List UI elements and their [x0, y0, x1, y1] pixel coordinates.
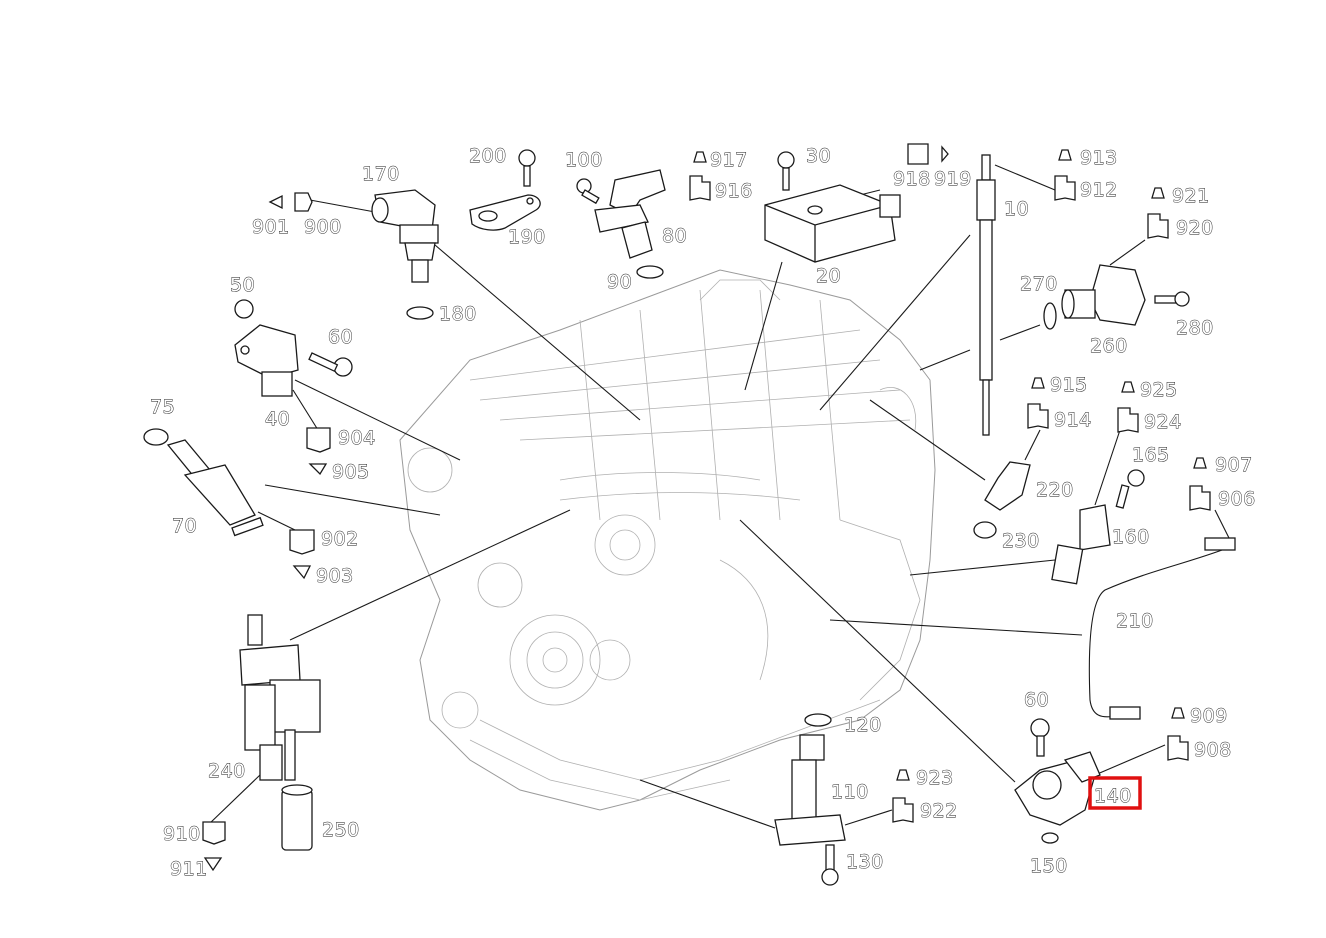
label-913[interactable]: 913 — [1080, 147, 1118, 170]
label-150[interactable]: 150 — [1030, 855, 1068, 878]
label-908[interactable]: 908 — [1194, 739, 1232, 762]
part-170-sensor[interactable] — [371, 189, 439, 283]
highlight-box-140 — [1088, 776, 1142, 810]
label-40[interactable]: 40 — [265, 408, 291, 431]
part-250-hose[interactable] — [281, 784, 313, 851]
label-923[interactable]: 923 — [916, 767, 954, 790]
part-80-sensor[interactable] — [594, 169, 666, 259]
part-190-bracket[interactable] — [469, 194, 541, 231]
part-200-bolt[interactable] — [518, 149, 536, 187]
part-labels: 170 901 900 180 200 190 100 80 90 917 91… — [150, 145, 1256, 881]
part-90-oring[interactable] — [636, 265, 664, 279]
engine-block-illustration — [399, 269, 936, 811]
label-230[interactable]: 230 — [1002, 530, 1040, 553]
label-922[interactable]: 922 — [920, 800, 958, 823]
label-60a[interactable]: 60 — [328, 326, 354, 349]
label-110[interactable]: 110 — [831, 781, 869, 804]
label-904[interactable]: 904 — [338, 427, 376, 450]
label-907[interactable]: 907 — [1215, 454, 1253, 477]
part-10-glow-plug[interactable] — [976, 154, 996, 436]
label-140[interactable]: 140 — [1094, 785, 1132, 808]
label-80[interactable]: 80 — [662, 225, 688, 248]
label-160[interactable]: 160 — [1112, 526, 1150, 549]
label-914[interactable]: 914 — [1054, 409, 1092, 432]
label-250[interactable]: 250 — [322, 819, 360, 842]
part-180-oring[interactable] — [406, 306, 434, 320]
part-240-valve[interactable] — [239, 614, 321, 781]
label-280[interactable]: 280 — [1176, 317, 1214, 340]
label-170[interactable]: 170 — [362, 163, 400, 186]
label-912[interactable]: 912 — [1080, 179, 1118, 202]
part-130-bolt[interactable] — [821, 844, 839, 886]
part-60b-bolt[interactable] — [1030, 718, 1050, 757]
label-915[interactable]: 915 — [1050, 374, 1088, 397]
label-75[interactable]: 75 — [150, 396, 176, 419]
label-200[interactable]: 200 — [469, 145, 507, 168]
label-50[interactable]: 50 — [230, 274, 256, 297]
part-100-bolt[interactable] — [576, 178, 600, 205]
part-210-temp-sensor[interactable] — [1088, 537, 1236, 720]
label-925[interactable]: 925 — [1140, 379, 1178, 402]
part-160-sensor[interactable] — [1051, 504, 1111, 585]
part-120-oring[interactable] — [804, 713, 832, 727]
label-906[interactable]: 906 — [1218, 488, 1256, 511]
part-280-bolt[interactable] — [1154, 291, 1190, 307]
label-910[interactable]: 910 — [163, 823, 201, 846]
label-210[interactable]: 210 — [1116, 610, 1154, 633]
label-100[interactable]: 100 — [565, 149, 603, 172]
label-260[interactable]: 260 — [1090, 335, 1128, 358]
part-220-switch[interactable] — [984, 461, 1031, 511]
label-900[interactable]: 900 — [304, 216, 342, 239]
label-921[interactable]: 921 — [1172, 185, 1210, 208]
part-60a-bolt[interactable] — [308, 352, 353, 377]
label-70[interactable]: 70 — [172, 515, 198, 538]
part-270-oring[interactable] — [1043, 302, 1057, 330]
label-130[interactable]: 130 — [846, 851, 884, 874]
part-260-sensor[interactable] — [1061, 264, 1146, 326]
leader-lines — [207, 164, 1231, 829]
label-924[interactable]: 924 — [1144, 411, 1182, 434]
label-918[interactable]: 918 — [893, 168, 931, 191]
label-90[interactable]: 90 — [607, 271, 633, 294]
label-920[interactable]: 920 — [1176, 217, 1214, 240]
connector-symbols — [202, 143, 1211, 872]
label-120[interactable]: 120 — [844, 714, 882, 737]
part-50-oring[interactable] — [234, 299, 254, 319]
label-60b[interactable]: 60 — [1024, 689, 1050, 712]
label-917[interactable]: 917 — [710, 149, 748, 172]
part-75-oring[interactable] — [143, 428, 169, 446]
part-140-sensor[interactable] — [1014, 751, 1101, 826]
label-10[interactable]: 10 — [1004, 198, 1030, 221]
part-40-sensor[interactable] — [234, 324, 299, 397]
part-30-bolt[interactable] — [777, 151, 795, 191]
label-909[interactable]: 909 — [1190, 705, 1228, 728]
part-70-sensor[interactable] — [166, 439, 264, 537]
part-110-sensor[interactable] — [774, 734, 846, 846]
label-270[interactable]: 270 — [1020, 273, 1058, 296]
label-903[interactable]: 903 — [316, 565, 354, 588]
part-165-bolt[interactable] — [1115, 469, 1145, 509]
label-220[interactable]: 220 — [1036, 479, 1074, 502]
label-165[interactable]: 165 — [1132, 444, 1170, 467]
label-902[interactable]: 902 — [321, 528, 359, 551]
label-30[interactable]: 30 — [806, 145, 832, 168]
label-911[interactable]: 911 — [170, 858, 208, 881]
label-905[interactable]: 905 — [332, 461, 370, 484]
label-919[interactable]: 919 — [934, 168, 972, 191]
part-150-oring[interactable] — [1041, 832, 1059, 844]
label-240[interactable]: 240 — [208, 760, 246, 783]
label-916[interactable]: 916 — [715, 180, 753, 203]
part-230-oring[interactable] — [973, 521, 997, 539]
label-180[interactable]: 180 — [439, 303, 477, 326]
label-20[interactable]: 20 — [816, 265, 842, 288]
part-20-control-unit[interactable] — [764, 184, 901, 263]
label-190[interactable]: 190 — [508, 226, 546, 249]
label-901[interactable]: 901 — [252, 216, 290, 239]
